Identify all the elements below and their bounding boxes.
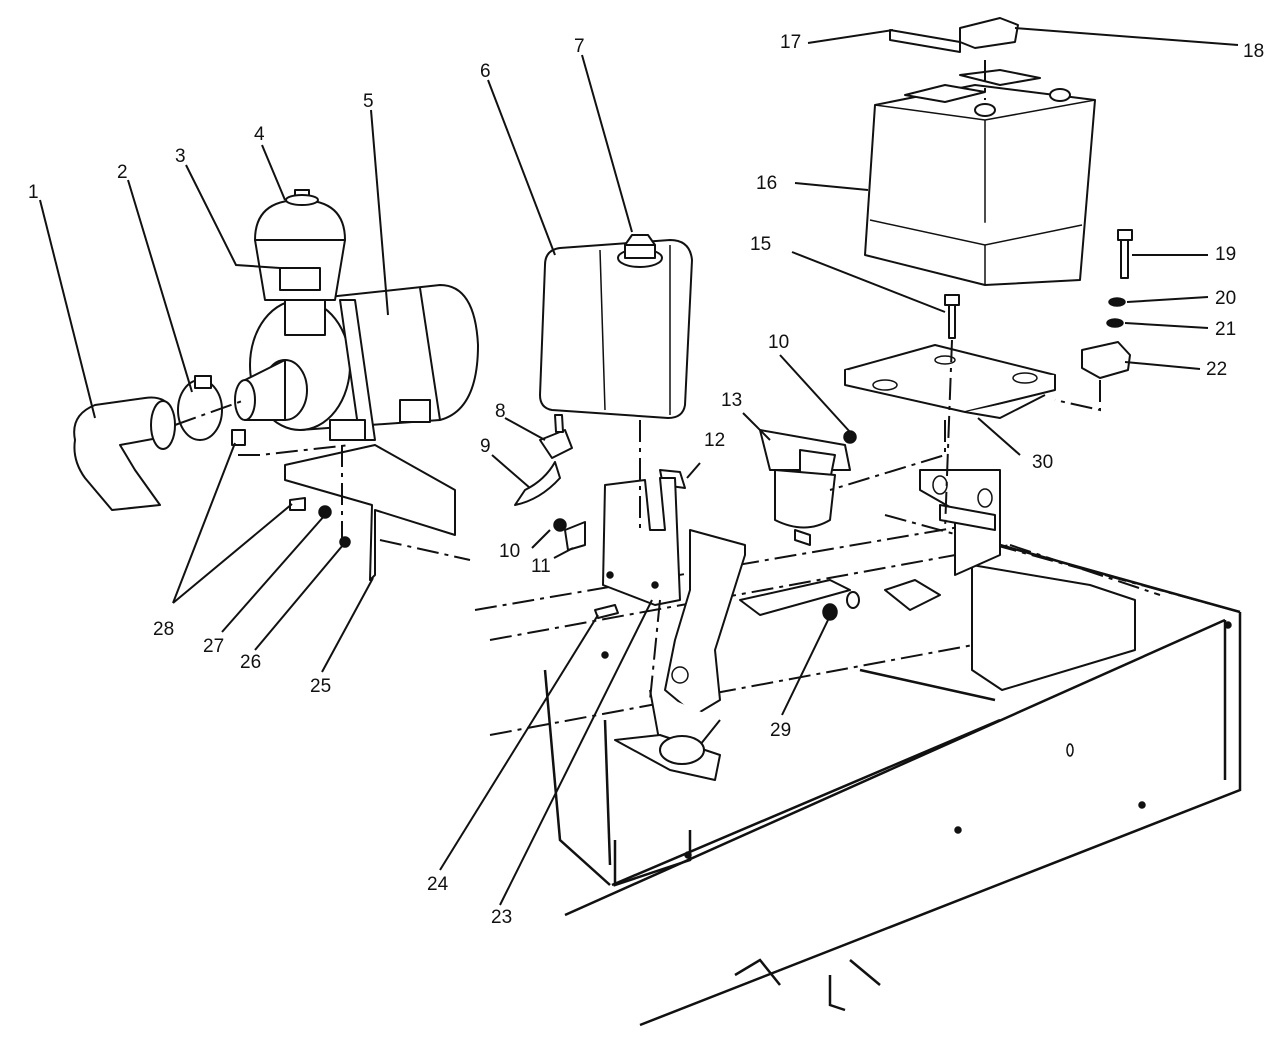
callout-20: 20 [1215,288,1236,309]
callout-15: 15 [750,234,771,255]
callout-13: 13 [721,390,742,411]
callout-5: 5 [363,91,374,112]
part-22-hold-down [1081,341,1131,379]
callout-23: 23 [491,907,512,928]
part-15-bolt [944,294,960,339]
part-11-clip [564,521,586,551]
part-18-terminal-boot [959,17,1019,49]
part-29-nut [739,579,860,621]
callout-9: 9 [480,436,491,457]
callout-4: 4 [254,124,265,145]
part-4-precleaner-cap [254,189,346,241]
part-27-washer [318,505,332,519]
callout-24: 24 [427,874,449,895]
part-10-nut [553,430,857,532]
part-9-fuel-line [514,461,561,506]
part-16-battery [864,69,1096,286]
callout-18: 18 [1243,41,1264,62]
callout-21: 21 [1215,319,1236,340]
part-23-tank-bracket [602,477,746,781]
part-2-hose-clamp [177,375,223,441]
leader-lines [39,27,1239,906]
callout-2: 2 [117,162,128,183]
callout-16: 16 [756,173,777,194]
callout-30: 30 [1032,452,1053,473]
callout-19: 19 [1215,244,1236,265]
callout-22: 22 [1206,359,1227,380]
part-8-fitting [539,414,573,459]
callout-10-top: 10 [768,332,789,353]
callout-labels: 1 2 3 4 5 6 7 8 9 10 10 11 12 13 15 16 1… [28,32,1264,928]
callout-17: 17 [780,32,801,53]
callout-6: 6 [480,61,491,82]
part-1-intake-hose [73,396,176,511]
callout-1: 1 [28,182,39,203]
callout-11: 11 [531,556,551,577]
callout-8: 8 [495,401,506,422]
part-20-washer [1108,297,1126,307]
callout-7: 7 [574,36,585,57]
part-6-fuel-tank [539,239,693,419]
chassis-frame [474,469,1242,1027]
part-3-precleaner-bowl [254,239,346,336]
part-21-lockwasher [1106,318,1124,328]
callout-3: 3 [175,146,186,167]
part-25-cleaner-bracket [284,444,456,581]
callout-27: 27 [203,636,224,657]
part-7-tank-cap [617,234,663,268]
callout-26: 26 [240,652,261,673]
assembly-centerlines [174,60,1101,701]
callout-28: 28 [153,619,174,640]
part-17-battery-cable [889,29,961,53]
callout-25: 25 [310,676,331,697]
callout-29: 29 [770,720,791,741]
callout-10-left: 10 [499,541,520,562]
part-5-air-cleaner [234,284,479,441]
part-19-j-bolt [1117,229,1133,279]
callout-12: 12 [704,430,725,451]
part-13-filter-bracket [759,429,851,546]
